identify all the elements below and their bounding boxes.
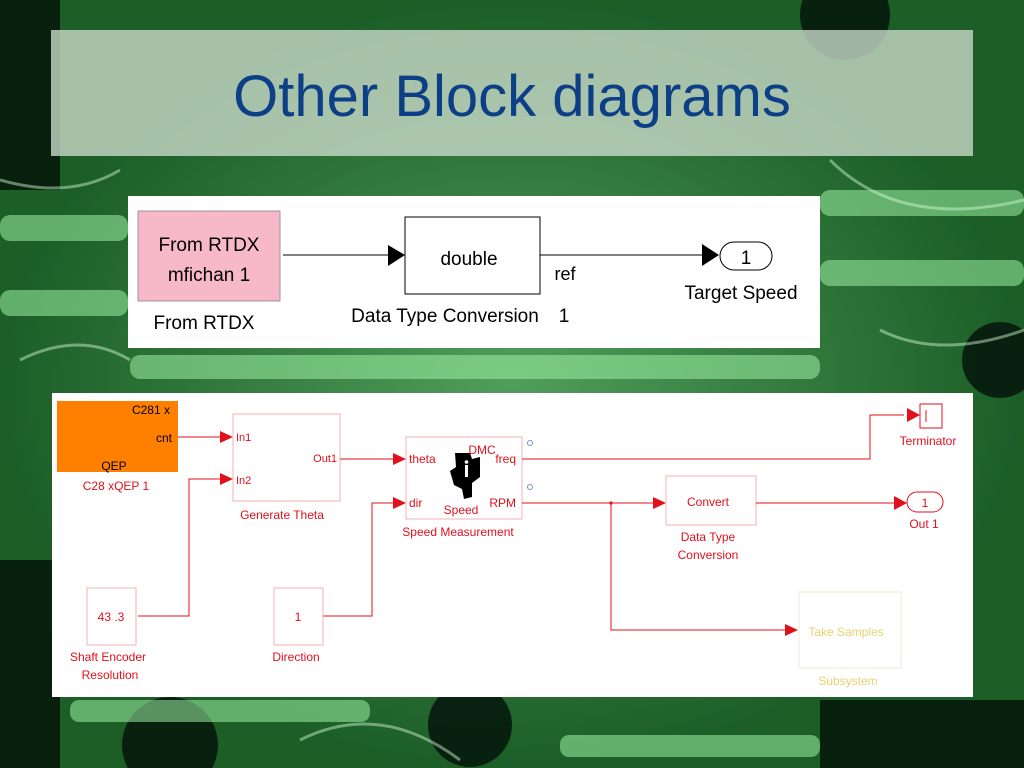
subsystem-label: Take Samples xyxy=(808,625,883,639)
arrow-head-2 xyxy=(702,244,719,266)
conversion-caption: Data Type Conversion xyxy=(351,306,539,327)
direction-caption: Direction xyxy=(272,650,319,664)
slide-title: Other Block diagrams xyxy=(233,64,791,129)
wire-speed-terminator xyxy=(522,414,904,460)
subsystem-caption: Subsystem xyxy=(818,674,877,688)
from-rtdx-block[interactable]: From RTDX mfichan 1 xyxy=(137,210,281,302)
from-rtdx-label: From RTDX xyxy=(159,235,260,256)
qep-block[interactable]: C281 x cnt QEP xyxy=(57,401,178,473)
dtc-convert-block[interactable]: Convert xyxy=(665,475,757,526)
gen-theta-caption: Generate Theta xyxy=(240,508,324,522)
qep-caption: C28 xQEP 1 xyxy=(83,479,150,493)
arrow-dtc xyxy=(653,497,666,509)
speed-dmc-label: DMC xyxy=(468,443,496,457)
gen-in2-label: In2 xyxy=(236,475,251,487)
terminator-caption: Terminator xyxy=(900,434,957,448)
arrow-subsystem xyxy=(785,624,798,636)
outport-number: 1 xyxy=(741,248,752,269)
ti-logo-icon xyxy=(450,453,480,499)
qep-name: QEP xyxy=(101,459,126,473)
speed-out-freq: freq xyxy=(495,452,516,466)
arrow-in1 xyxy=(220,431,233,443)
dtc-caption-1: Data Type xyxy=(681,530,736,544)
dtc-caption-2: Conversion xyxy=(678,548,739,562)
arrow-dir xyxy=(393,497,406,509)
qep-port-cnt: cnt xyxy=(156,431,173,445)
out1-outport[interactable]: 1 xyxy=(906,491,944,513)
target-speed-outport[interactable]: 1 xyxy=(719,241,773,271)
arrow-in2 xyxy=(220,473,233,485)
speed-inner-label: Speed xyxy=(444,503,479,517)
arrow-theta xyxy=(393,453,406,465)
speed-in-theta: theta xyxy=(409,452,436,466)
gen-in1-label: In1 xyxy=(236,432,251,444)
wire-resolution-gen xyxy=(138,478,224,617)
arrow-head-1 xyxy=(388,245,405,266)
out1-number: 1 xyxy=(922,496,929,510)
subsystem-block[interactable]: Take Samples xyxy=(798,591,902,669)
arrow-terminator xyxy=(907,408,920,422)
block-diagram-qep: C281 x cnt QEP C28 xQEP 1 In1 In2 Out1 G… xyxy=(52,393,973,697)
direction-constant-block[interactable]: 1 xyxy=(273,587,324,646)
outport-caption: Target Speed xyxy=(684,283,797,304)
conversion-caption-number: 1 xyxy=(559,306,570,327)
generate-theta-block[interactable]: In1 In2 Out1 xyxy=(232,413,341,502)
freq-port-marker xyxy=(527,440,533,446)
speed-measurement-block[interactable]: theta dir DMC freq RPM Speed xyxy=(405,436,523,520)
wire-direction-speed xyxy=(323,502,397,617)
gen-out1-label: Out1 xyxy=(313,453,337,465)
dtc-label: Convert xyxy=(687,495,730,509)
speed-out-rpm: RPM xyxy=(489,496,516,510)
rpm-port-marker xyxy=(527,484,533,490)
terminator-block[interactable] xyxy=(919,403,943,429)
conversion-type-label: double xyxy=(440,249,497,270)
wire-branch-subsystem xyxy=(610,503,785,631)
qep-header: C281 x xyxy=(132,403,170,417)
speed-in-dir: dir xyxy=(409,496,422,510)
resolution-constant-block[interactable]: 43 .3 xyxy=(86,587,137,646)
arrow-out1 xyxy=(894,496,907,510)
signal-ref-label: ref xyxy=(554,264,576,284)
resolution-caption-1: Shaft Encoder xyxy=(70,650,146,664)
out1-caption: Out 1 xyxy=(909,517,939,531)
from-rtdx-channel: mfichan 1 xyxy=(168,265,250,286)
resolution-value: 43 .3 xyxy=(98,610,125,624)
resolution-caption-2: Resolution xyxy=(82,668,139,682)
block-diagram-rtdx: From RTDX mfichan 1 From RTDX double Dat… xyxy=(128,196,820,348)
direction-value: 1 xyxy=(295,610,302,624)
speed-meas-caption: Speed Measurement xyxy=(402,525,514,539)
data-type-conversion-block[interactable]: double xyxy=(404,216,541,295)
title-band xyxy=(51,30,973,156)
from-rtdx-caption: From RTDX xyxy=(154,313,255,334)
